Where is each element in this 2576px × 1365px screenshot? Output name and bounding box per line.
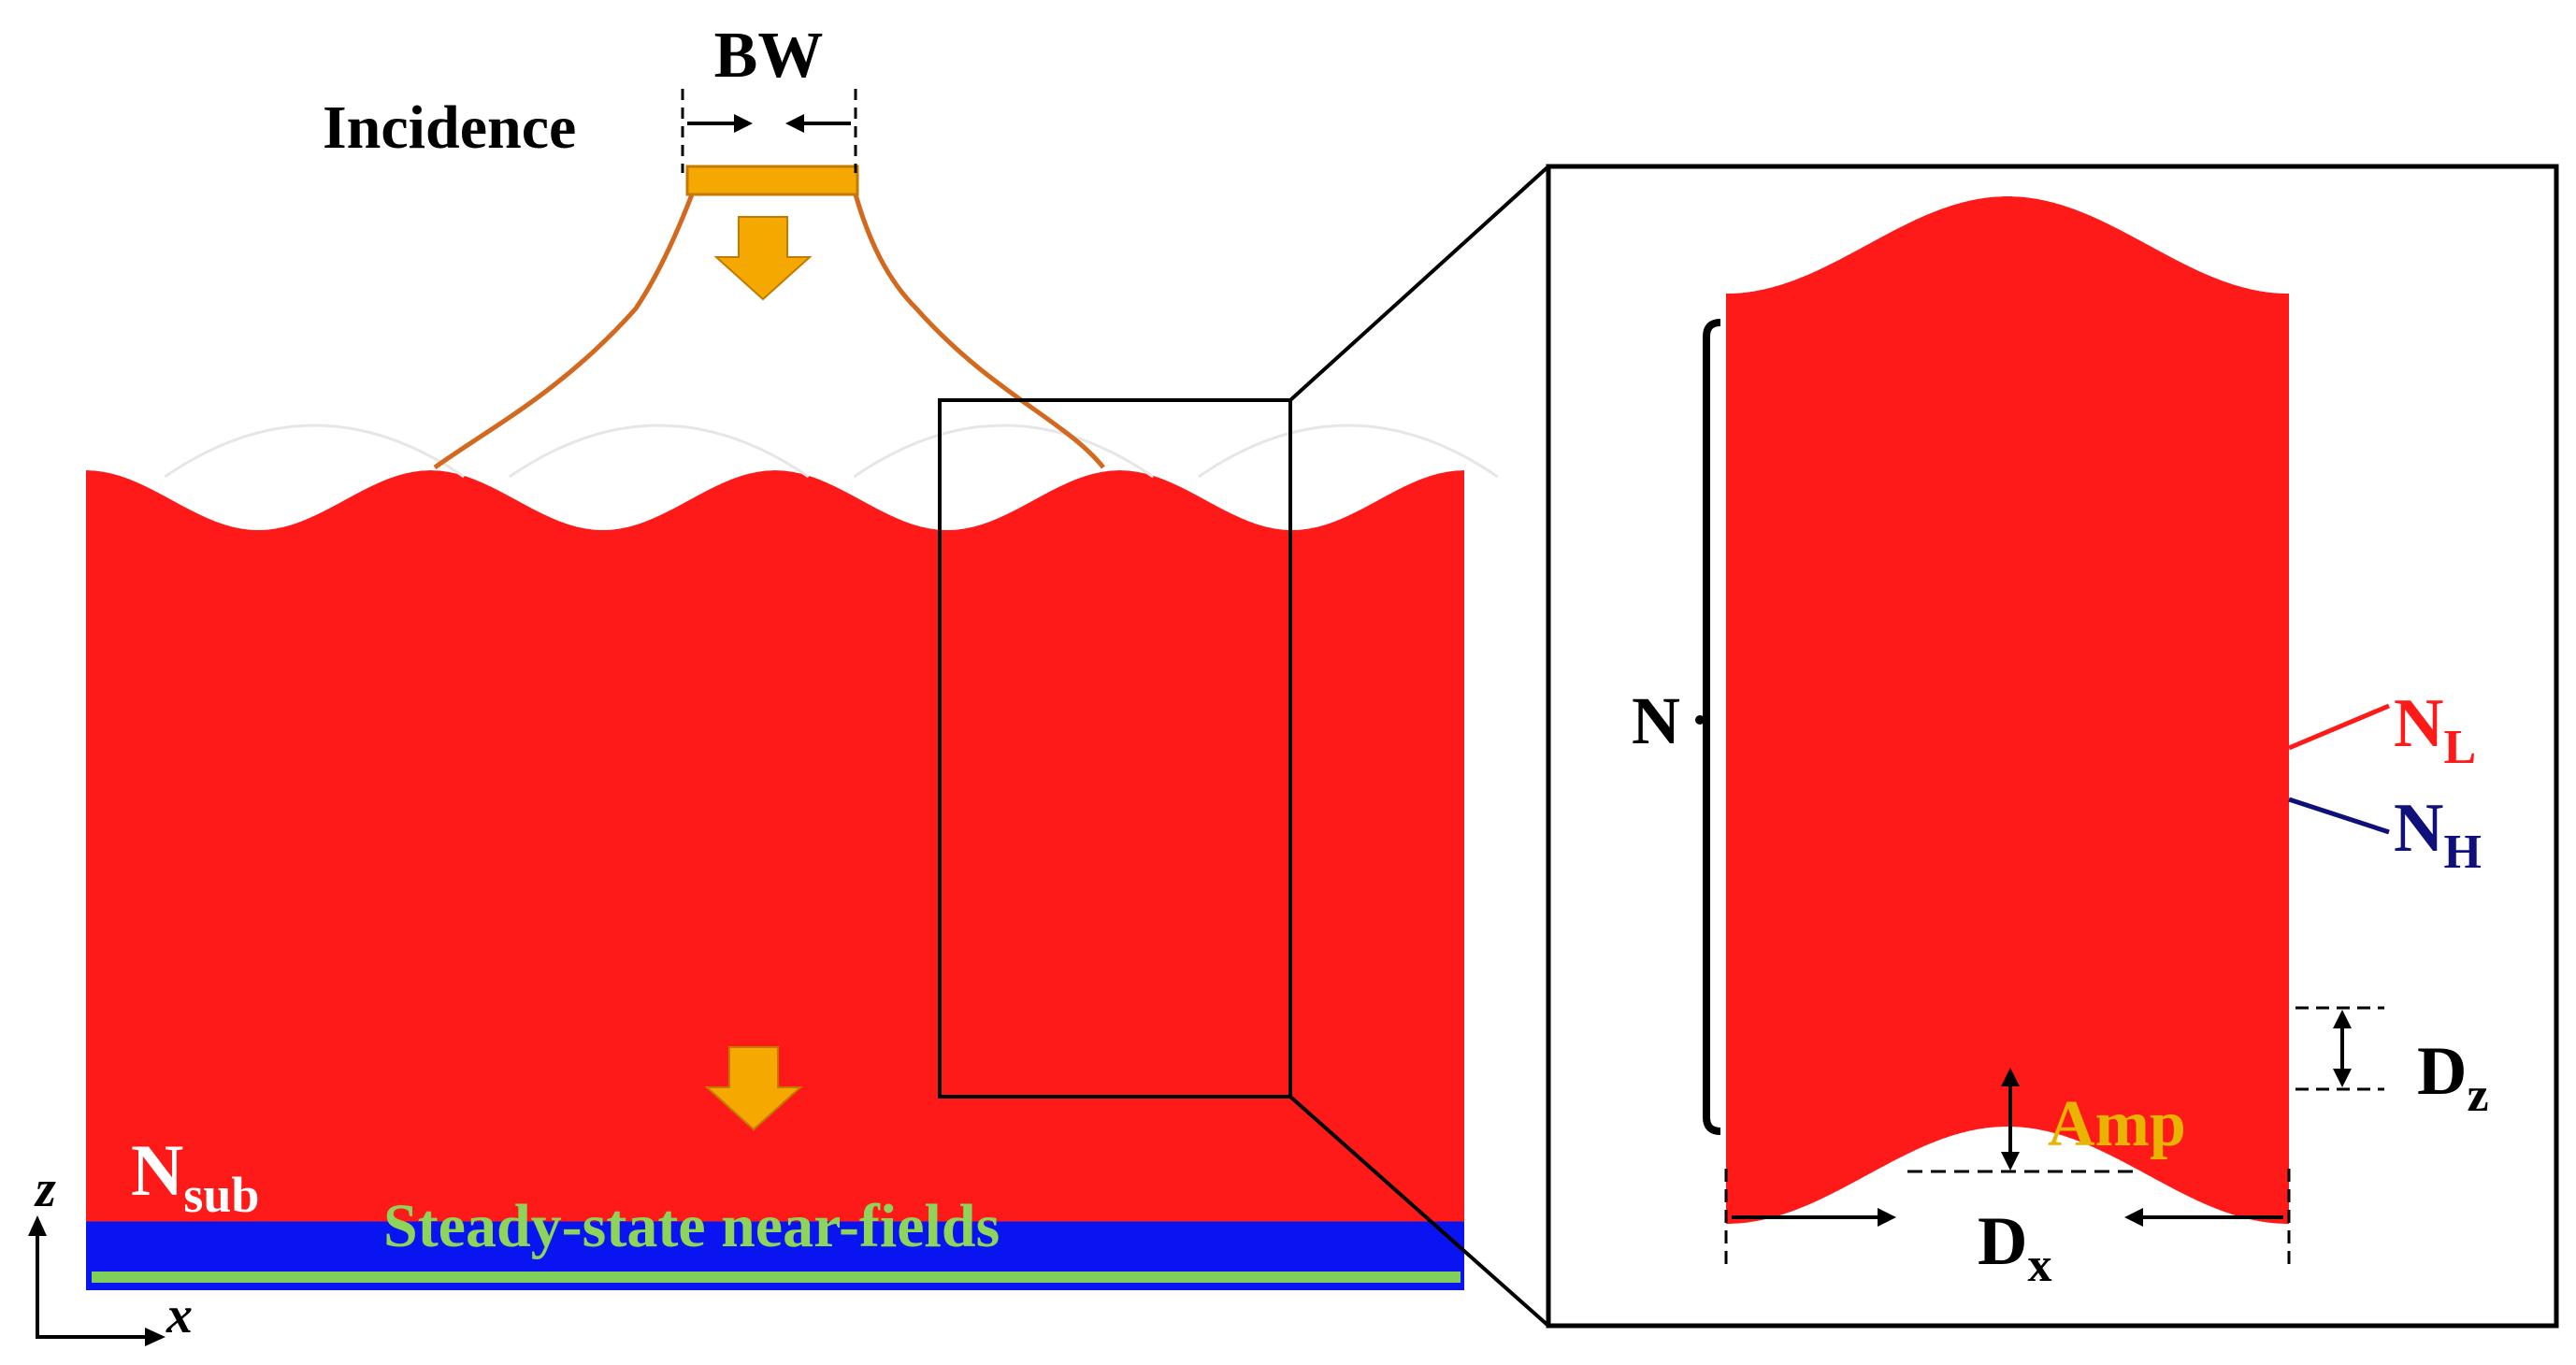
n-label: N xyxy=(1632,683,1680,758)
nl-pointer-line xyxy=(2288,703,2390,751)
n-bracket xyxy=(1703,319,1721,1135)
detail-lower-region xyxy=(1726,1127,2289,1309)
dx-annotation: Dx xyxy=(1724,1169,2291,1292)
ghost-hump xyxy=(1197,424,1499,479)
layer-band xyxy=(1726,196,2289,1296)
amp-arrow-down-icon xyxy=(2001,1152,2020,1171)
source-bar xyxy=(685,165,859,196)
z-axis-label: z xyxy=(34,1160,56,1218)
incident-arrow-icon xyxy=(713,216,813,301)
nh-pointer-line xyxy=(2288,797,2390,835)
amp-annotation: Amp xyxy=(1907,1068,2186,1173)
beam-outline-left xyxy=(433,194,695,470)
layer-band xyxy=(86,470,1464,1222)
transmitted-arrow-icon xyxy=(704,1046,803,1131)
x-axis-label: x xyxy=(165,1286,193,1344)
arrow-left-icon xyxy=(785,114,804,133)
ghost-hump xyxy=(164,424,466,479)
detail-air-region xyxy=(1726,173,2289,294)
coordinate-axes: z x xyxy=(28,1160,193,1346)
incidence-label: Incidence xyxy=(323,93,576,162)
bw-annotation: BW xyxy=(681,20,857,173)
z-axis-arrow-icon xyxy=(28,1215,47,1236)
dz-annotation: Dz xyxy=(2295,1006,2489,1122)
steady-state-label: Steady-state near-fields xyxy=(383,1192,1000,1260)
x-axis-arrow-icon xyxy=(145,1328,165,1346)
arrow-down-icon xyxy=(2333,1069,2352,1087)
ghost-hump xyxy=(508,424,810,479)
ghost-hump xyxy=(853,424,1155,479)
dx-arrow-right-icon xyxy=(1878,1208,1896,1227)
arrow-right-icon xyxy=(734,114,753,133)
air-region-outline xyxy=(164,424,1499,479)
zoom-connector-top xyxy=(1288,165,1550,402)
dx-label: Dx xyxy=(1978,1203,2051,1292)
nsub-label: Nsub xyxy=(131,1129,259,1223)
nh-label: NH xyxy=(2394,790,2482,879)
air-region xyxy=(86,374,1464,530)
incident-source xyxy=(433,165,1105,1131)
amp-arrow-up-icon xyxy=(2001,1068,2020,1086)
bw-label: BW xyxy=(714,20,824,92)
main-structure xyxy=(86,374,1499,1290)
beam-outline-right xyxy=(853,194,1105,469)
arrow-up-icon xyxy=(2333,1010,2352,1028)
detail-multilayer-stack xyxy=(1726,173,2289,1309)
dx-arrow-left-icon xyxy=(2124,1208,2143,1227)
monitor-line xyxy=(92,1272,1461,1283)
multilayer-stack xyxy=(86,374,1464,1222)
zoom-region-box xyxy=(938,398,1292,1099)
dz-label: Dz xyxy=(2417,1033,2489,1122)
amp-label: Amp xyxy=(2048,1088,2186,1160)
zoom-connector-bottom xyxy=(1288,1095,1550,1328)
nl-label: NL xyxy=(2394,685,2476,774)
detail-panel: N NL NH Dz Amp xyxy=(1546,164,2559,1329)
